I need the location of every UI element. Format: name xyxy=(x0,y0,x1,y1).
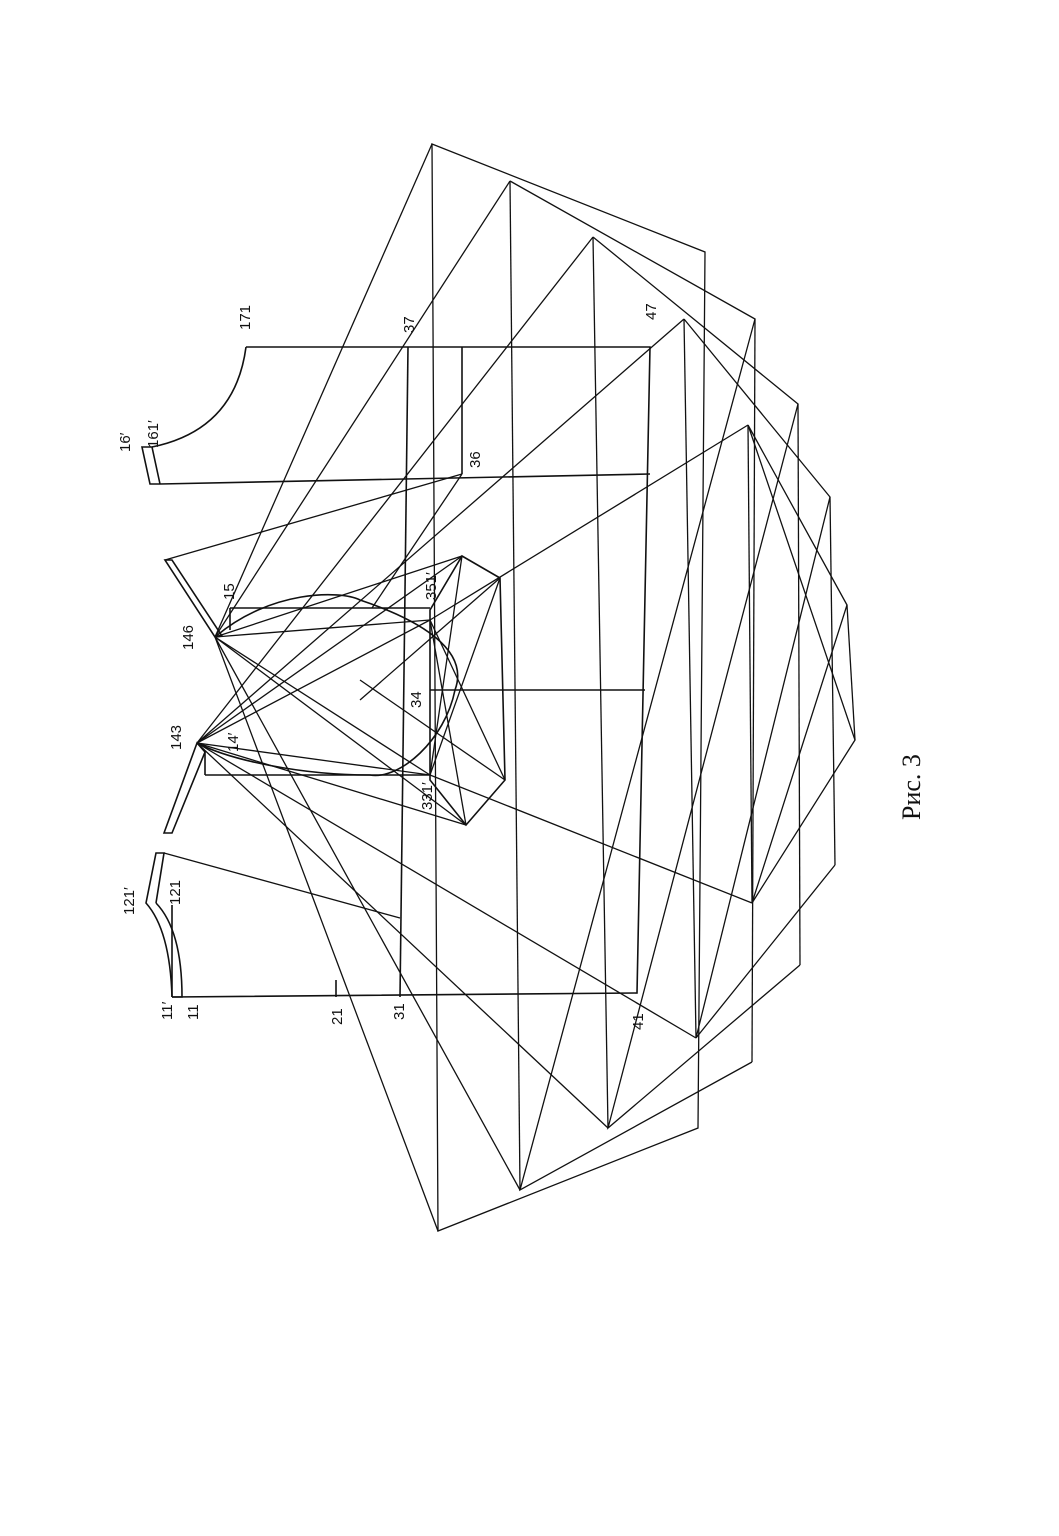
panel-2-edge-right xyxy=(751,318,756,1063)
label-121prime: 121′ xyxy=(121,887,138,915)
armhole-curve xyxy=(196,593,459,777)
base-grid xyxy=(159,346,651,998)
label-16prime: 16′ xyxy=(117,432,134,452)
label-41: 41 xyxy=(630,1013,647,1030)
label-47: 47 xyxy=(643,303,660,320)
front-neck-curve-outer xyxy=(145,852,173,998)
panel-4-edge xyxy=(683,318,697,1039)
panel-3 xyxy=(592,236,801,1130)
base-outline xyxy=(171,346,651,998)
panel-5-edge xyxy=(747,424,753,904)
back-neck-line xyxy=(159,473,651,485)
panels xyxy=(431,143,856,1232)
label-31: 31 xyxy=(391,1003,408,1020)
label-21: 21 xyxy=(329,1008,346,1025)
label-171: 171 xyxy=(237,305,254,330)
label-121: 121 xyxy=(167,880,184,905)
panel-3-edge-right xyxy=(797,403,801,966)
label-34: 34 xyxy=(408,691,425,708)
panel-5-edge-right xyxy=(846,604,856,741)
front-neck-curve xyxy=(155,902,183,998)
back-neck-strip xyxy=(141,446,161,485)
label-36: 36 xyxy=(467,451,484,468)
label-14prime: 14′ xyxy=(225,732,242,752)
chest-line xyxy=(399,346,409,998)
front-neck xyxy=(145,741,206,998)
panel-4 xyxy=(683,318,836,1039)
panel-1 xyxy=(431,143,706,1232)
panel-2-edge xyxy=(509,180,521,1191)
label-11prime: 11′ xyxy=(159,1001,176,1020)
label-146: 146 xyxy=(180,625,197,650)
label-161prime: 161′ xyxy=(145,420,162,448)
panel-5 xyxy=(747,424,856,904)
panel-3-edge xyxy=(592,236,609,1129)
label-331prime: 331′ xyxy=(419,782,436,810)
label-11: 11 xyxy=(185,1004,202,1020)
figure-caption: Рис. 3 xyxy=(897,754,926,820)
radial-lines xyxy=(163,143,753,1232)
label-15: 15 xyxy=(221,583,238,600)
panel-2 xyxy=(509,180,756,1192)
back-neck-curve xyxy=(151,346,247,448)
label-143: 143 xyxy=(168,725,185,750)
panel-4-edge-right xyxy=(829,496,836,866)
armhole xyxy=(196,593,459,777)
point-labels: 11′ 11 21 31 41 121′ 121 143 14′ 146 15 … xyxy=(117,303,660,1030)
label-351prime: 351′ xyxy=(423,572,440,600)
front-shoulder-strip xyxy=(162,741,206,834)
label-37: 37 xyxy=(401,316,418,333)
